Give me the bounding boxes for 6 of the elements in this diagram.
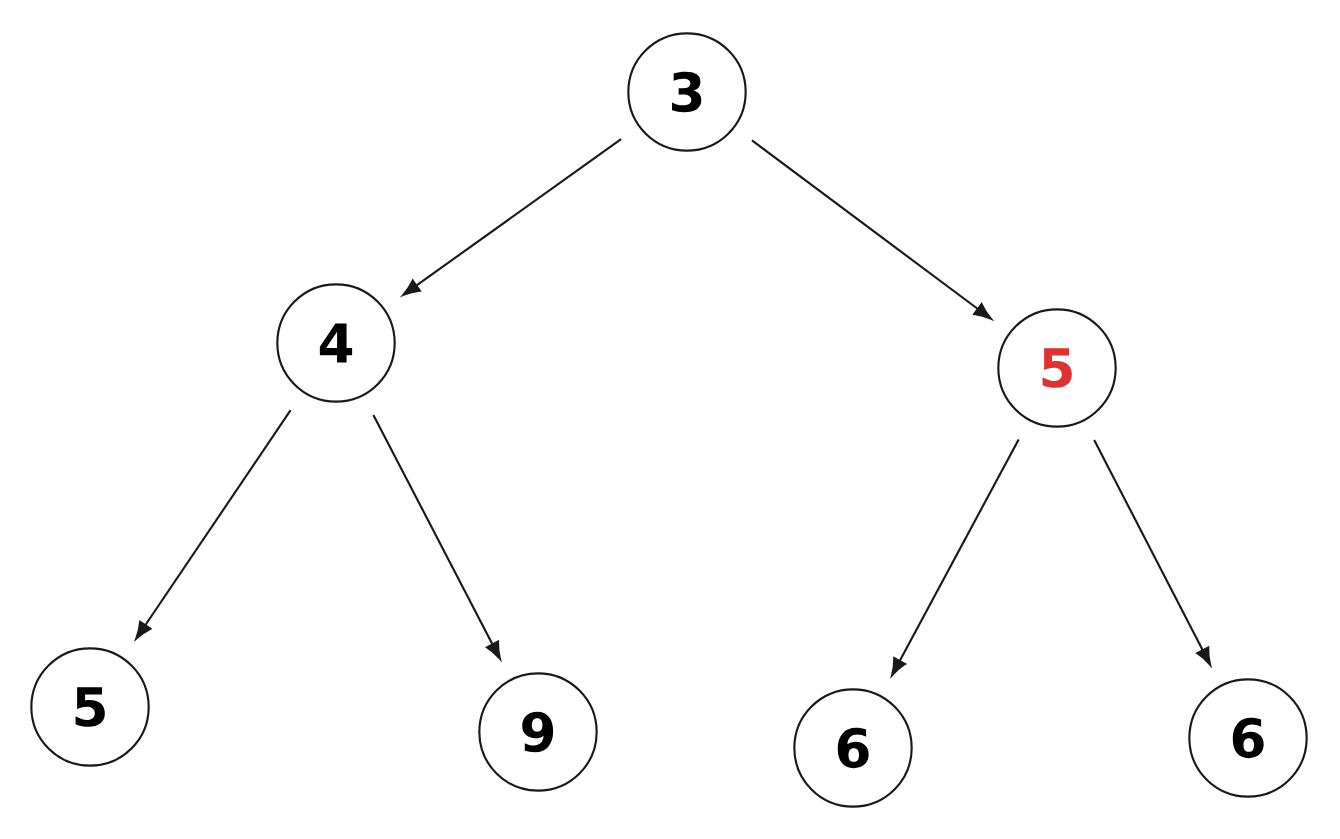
arrow — [1093, 439, 1212, 666]
arrow — [372, 414, 501, 660]
arrow — [402, 138, 622, 296]
arrow — [891, 438, 1020, 677]
arrow — [135, 409, 292, 640]
arrow — [751, 139, 992, 320]
